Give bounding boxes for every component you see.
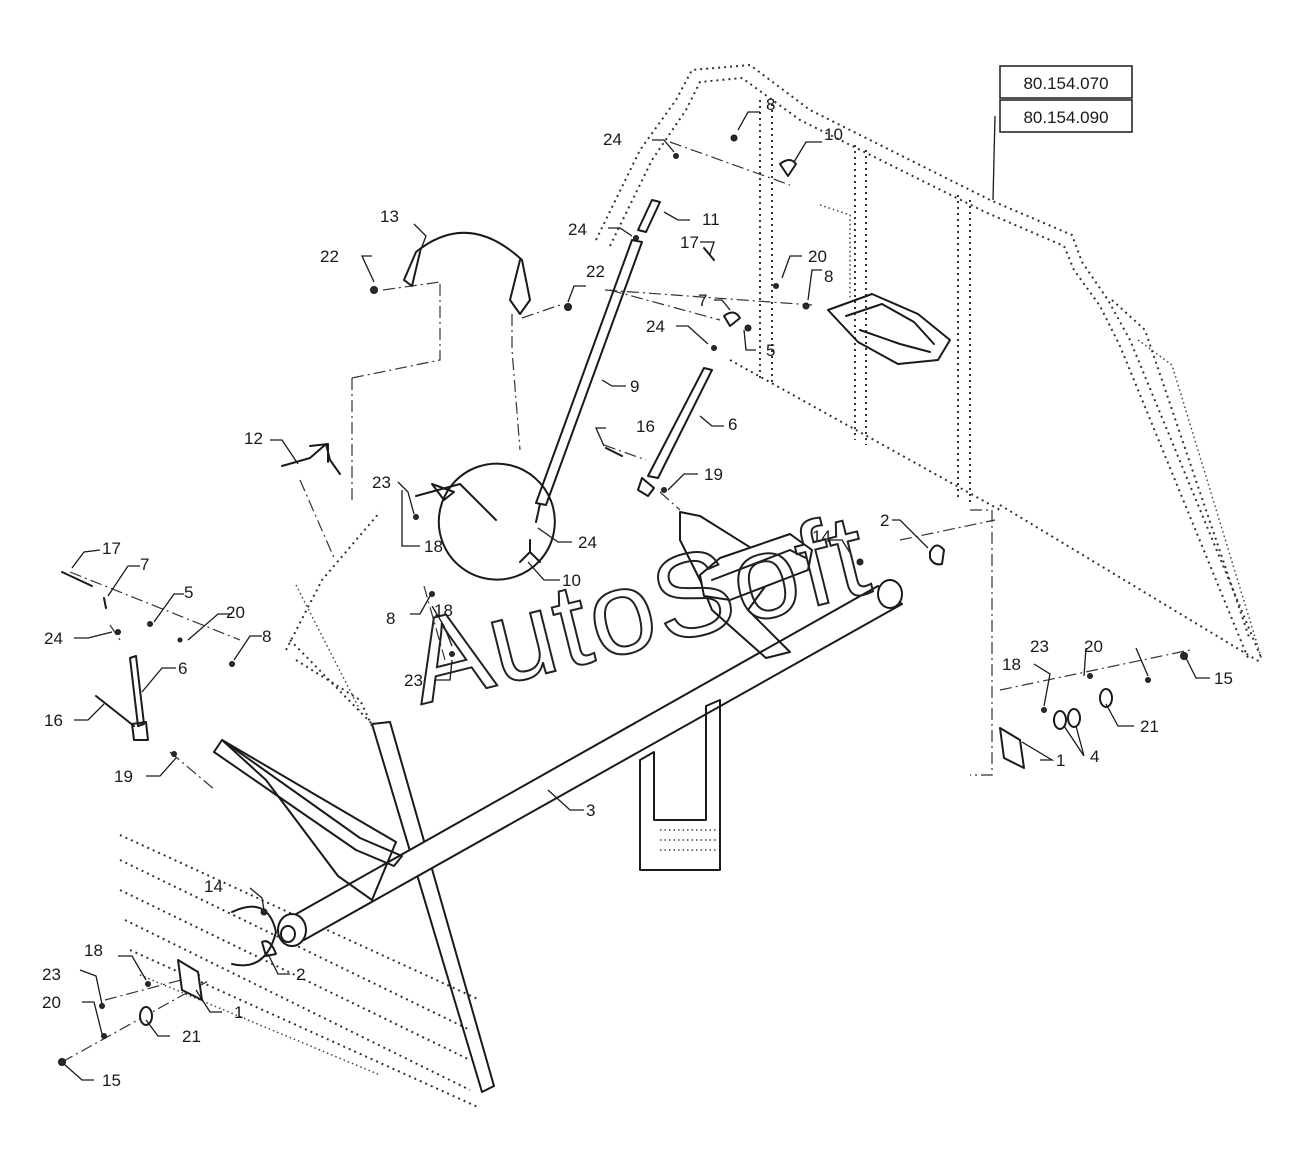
callout-label: 10 bbox=[824, 125, 843, 144]
callout-label: 16 bbox=[636, 417, 655, 436]
callout-label: 8 bbox=[824, 267, 833, 286]
callout-label: 13 bbox=[380, 207, 399, 226]
callout-label: 24 bbox=[44, 629, 63, 648]
reference-number: 80.154.070 bbox=[1023, 74, 1108, 93]
callout-label: 18 bbox=[1002, 655, 1021, 674]
step-assembly bbox=[827, 293, 951, 365]
callout-label: 18 bbox=[424, 537, 443, 556]
callout-label: 22 bbox=[320, 247, 339, 266]
callout-label: 7 bbox=[140, 555, 149, 574]
callout-label: 17 bbox=[102, 539, 121, 558]
reference-boxes: 80.154.070 80.154.090 bbox=[999, 65, 1133, 133]
callout-label: 20 bbox=[1084, 637, 1103, 656]
callout-label: 14 bbox=[812, 527, 831, 546]
callout-label: 6 bbox=[728, 415, 737, 434]
assembly-centerlines bbox=[61, 141, 1191, 1063]
callout-label: 23 bbox=[372, 473, 391, 492]
callout-label: 18 bbox=[84, 941, 103, 960]
callout-label: 7 bbox=[698, 291, 707, 310]
callout-label: 21 bbox=[182, 1027, 201, 1046]
callout-label: 20 bbox=[808, 247, 827, 266]
support-right bbox=[679, 511, 813, 659]
callout-label: 16 bbox=[44, 711, 63, 730]
bracket-12 bbox=[281, 443, 341, 475]
hood-panel bbox=[285, 462, 556, 727]
upper-struts bbox=[129, 199, 713, 741]
callout-label: 3 bbox=[586, 801, 595, 820]
callout-label: 4 bbox=[1090, 747, 1099, 766]
ladder-rail bbox=[289, 584, 495, 1093]
mount-plate-right bbox=[999, 688, 1113, 769]
leader-lines bbox=[63, 111, 1210, 1081]
callout-label: 11 bbox=[702, 210, 720, 229]
reference-box-2 bbox=[999, 99, 1133, 133]
hanger-bracket bbox=[639, 699, 721, 871]
callout-label: 24 bbox=[568, 220, 587, 239]
callout-label: 1 bbox=[1056, 751, 1065, 770]
callout-label: 2 bbox=[296, 965, 305, 984]
pivot-2-right bbox=[929, 544, 945, 566]
crossbar-tube-3 bbox=[277, 579, 903, 947]
callout-label: 14 bbox=[204, 877, 223, 896]
callout-label: 17 bbox=[680, 233, 699, 252]
callout-label: 10 bbox=[562, 571, 581, 590]
callout-label: 8 bbox=[262, 627, 271, 646]
reference-number: 80.154.090 bbox=[1023, 108, 1108, 127]
guard-13 bbox=[403, 231, 531, 315]
callout-label: 20 bbox=[42, 993, 61, 1012]
callout-label: 24 bbox=[603, 130, 622, 149]
callout-label: 12 bbox=[244, 429, 263, 448]
callout-label: 23 bbox=[1030, 637, 1049, 656]
callout-label: 8 bbox=[386, 609, 395, 628]
callout-numbers: 8 10 24 11 24 22 13 22 17 20 8 7 24 5 9 … bbox=[42, 95, 1233, 1090]
callout-label: 19 bbox=[114, 767, 133, 786]
callout-label: 6 bbox=[178, 659, 187, 678]
support-left bbox=[213, 739, 403, 901]
callout-label: 18 bbox=[434, 601, 453, 620]
callout-label: 22 bbox=[586, 262, 605, 281]
callout-label: 15 bbox=[102, 1071, 121, 1090]
callout-label: 5 bbox=[766, 341, 775, 360]
callout-label: 2 bbox=[880, 511, 889, 530]
callout-label: 19 bbox=[704, 465, 723, 484]
callout-label: 24 bbox=[578, 533, 597, 552]
reference-box-1 bbox=[999, 65, 1133, 99]
callout-label: 23 bbox=[42, 965, 61, 984]
callout-label: 9 bbox=[630, 377, 639, 396]
callout-label: 1 bbox=[234, 1003, 243, 1022]
callout-label: 23 bbox=[404, 671, 423, 690]
watermark: AutoSoft bbox=[396, 488, 883, 729]
cab-frame bbox=[595, 63, 1263, 663]
hardware bbox=[58, 134, 1188, 1066]
callout-label: 21 bbox=[1140, 717, 1159, 736]
callout-label: 20 bbox=[226, 603, 245, 622]
callout-label: 8 bbox=[766, 95, 775, 114]
callout-label: 15 bbox=[1214, 669, 1233, 688]
callout-label: 24 bbox=[646, 317, 665, 336]
callout-label: 5 bbox=[184, 583, 193, 602]
